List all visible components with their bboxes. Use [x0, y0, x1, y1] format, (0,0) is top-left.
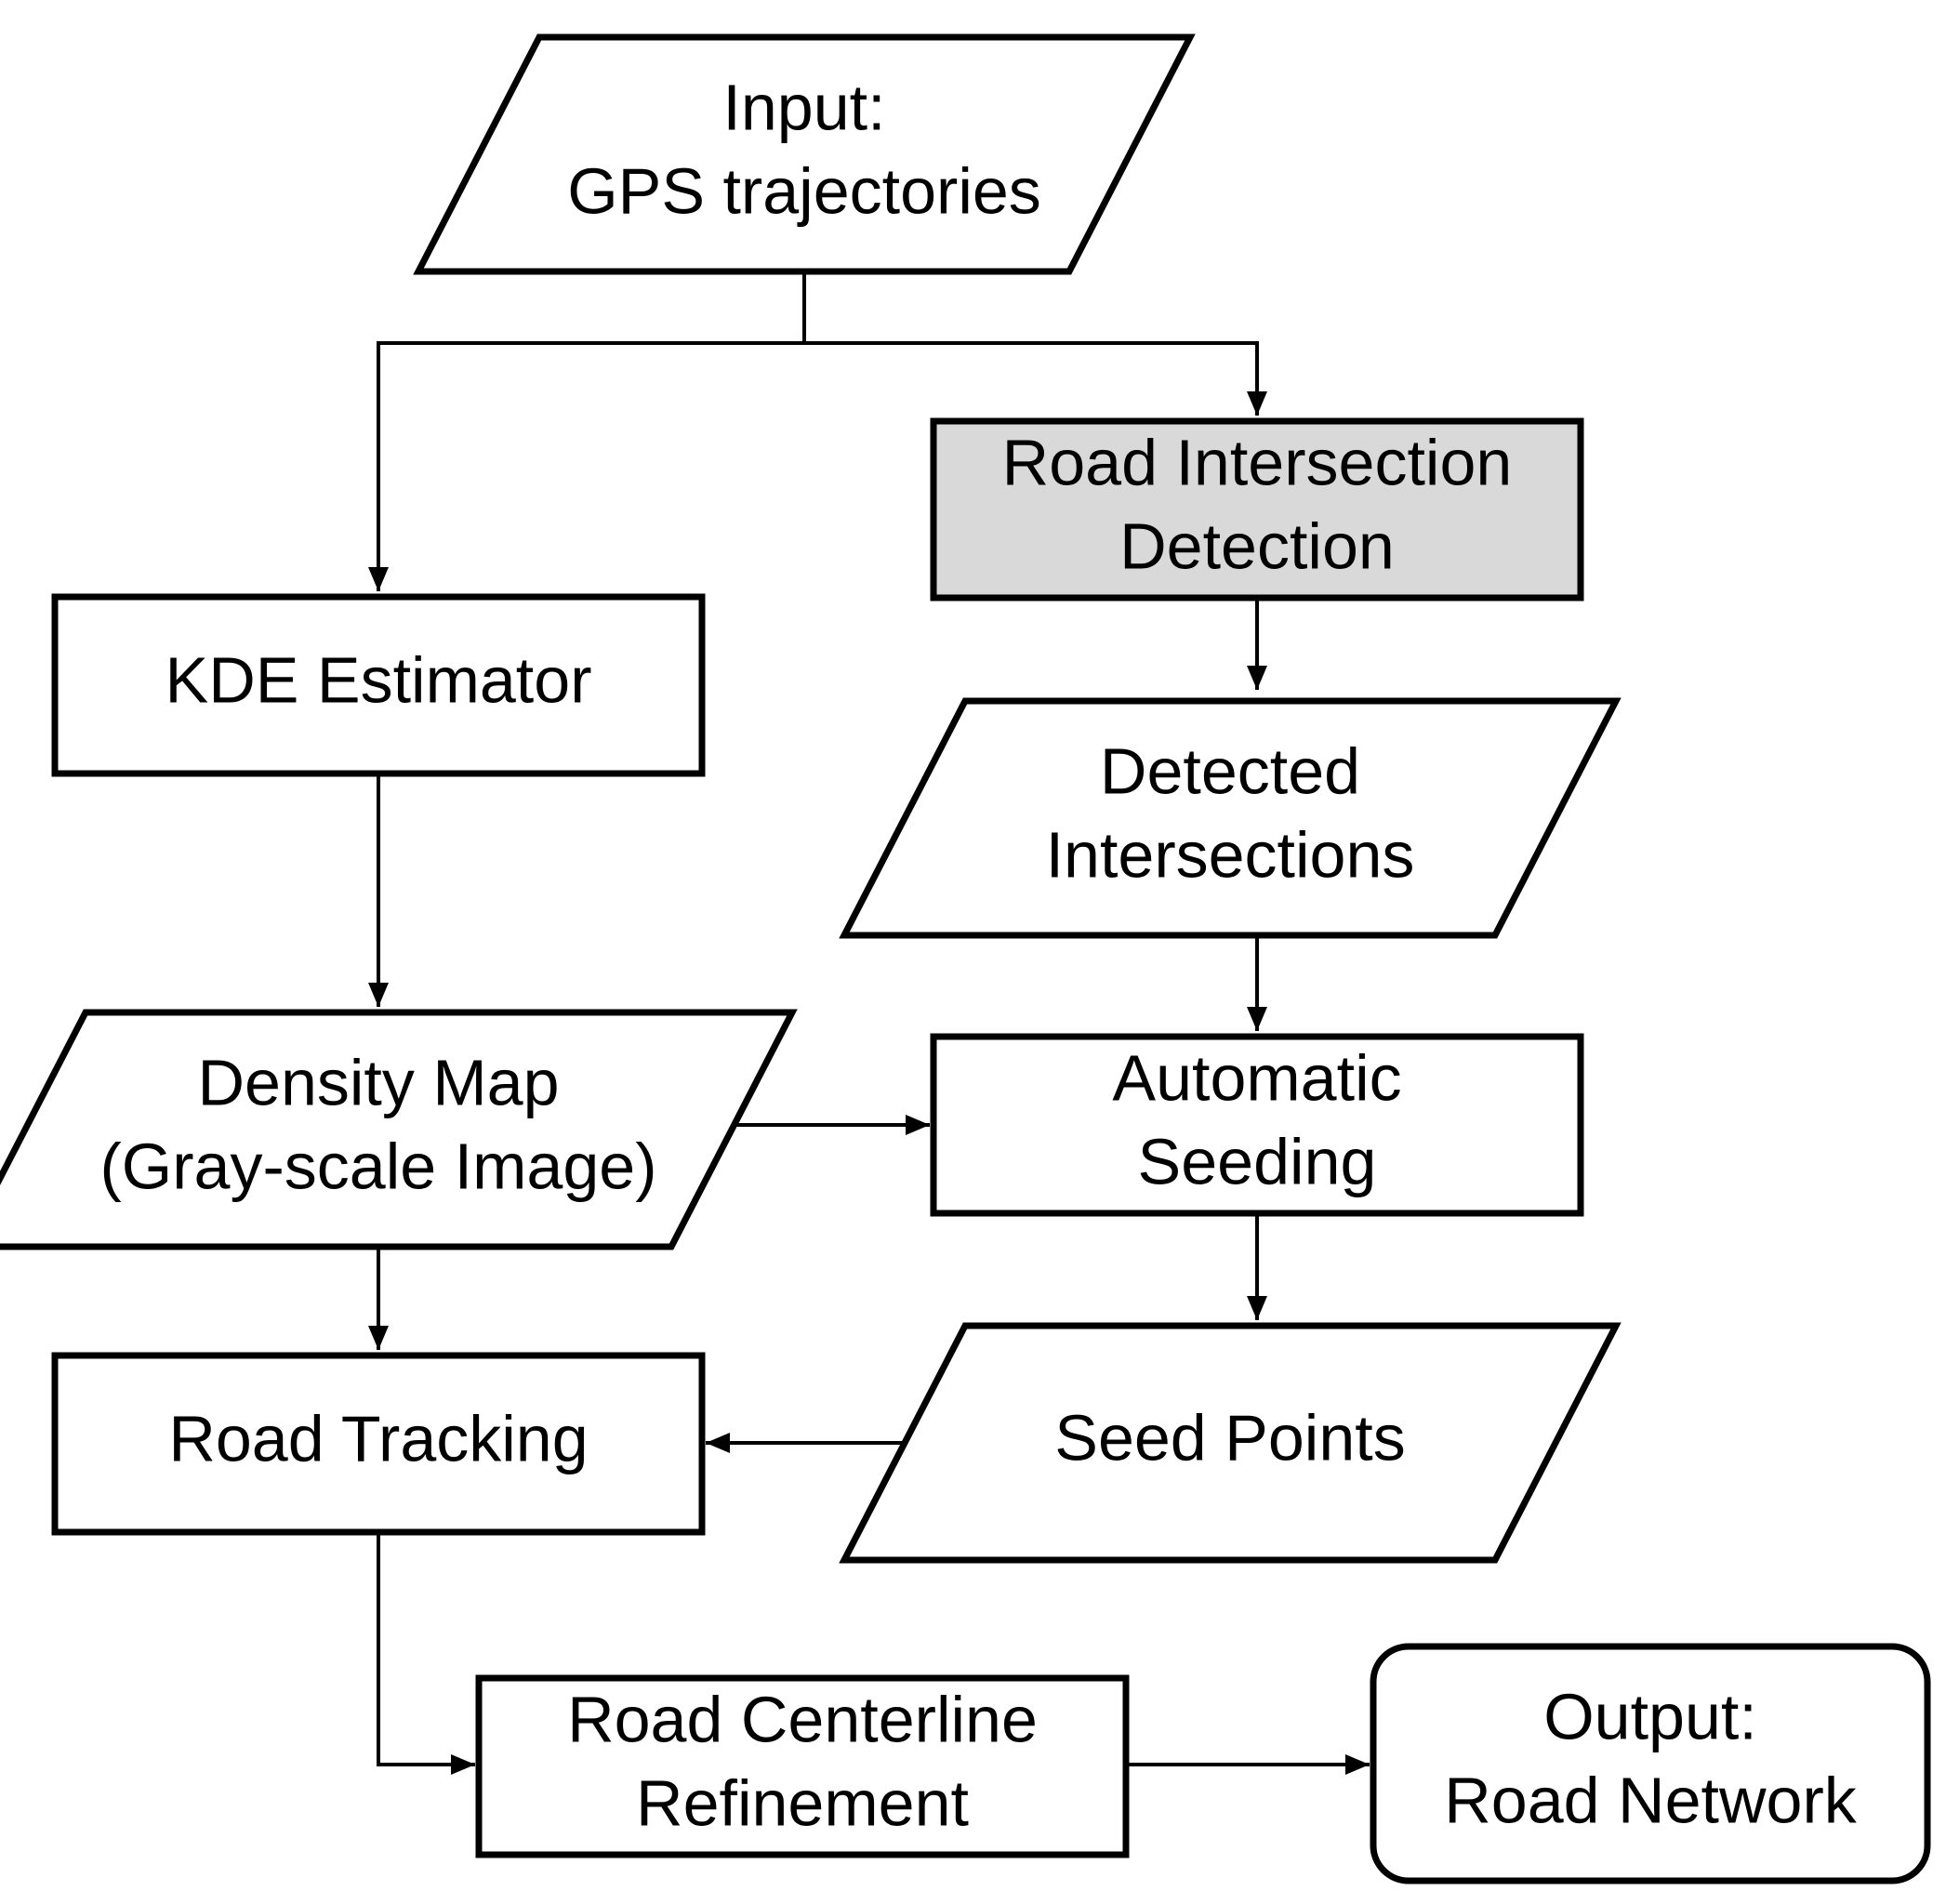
node-output-label-line-1: Output:	[1543, 1680, 1757, 1752]
node-output: Output: Road Network	[1370, 1643, 1931, 1884]
node-detected-label-line-1: Detected	[1100, 734, 1360, 807]
edges-layer	[368, 271, 1370, 1775]
arrowhead-icon	[368, 1326, 389, 1350]
arrowhead-icon	[1247, 1296, 1267, 1320]
edge-density-to-seeding	[707, 1115, 930, 1135]
arrowhead-icon	[706, 1433, 730, 1453]
node-kde-rectangle	[51, 593, 706, 777]
node-intersection-rectangle	[930, 417, 1584, 602]
node-seeds: Seed Points	[839, 1322, 1622, 1564]
node-tracking-label-line-1: Road Tracking	[168, 1402, 588, 1474]
arrowhead-icon	[1247, 666, 1267, 690]
edge-detected-to-seeding	[1247, 935, 1267, 1031]
node-tracking: Road Tracking	[51, 1352, 706, 1536]
node-tracking-rectangle	[51, 1352, 706, 1536]
node-seeding-label-line-1: Automatic	[1112, 1041, 1401, 1114]
edge-tracking-to-refinement	[377, 1532, 475, 1775]
arrowhead-icon	[906, 1115, 930, 1135]
node-output-rounded-rectangle	[1370, 1643, 1931, 1884]
edge-line	[377, 271, 806, 591]
node-seeds-label-line-1: Seed Points	[1054, 1401, 1405, 1474]
arrowhead-icon	[1247, 391, 1267, 416]
node-seeds-parallelogram	[839, 1322, 1622, 1564]
node-input-parallelogram	[413, 33, 1196, 275]
node-intersection-label-line-1: Road Intersection	[1002, 426, 1513, 498]
node-refinement-rectangle	[475, 1674, 1130, 1858]
edge-refinement-to-output	[1126, 1754, 1370, 1775]
node-seeding-rectangle	[930, 1033, 1584, 1217]
edge-kde-to-density	[368, 774, 389, 1007]
node-detected-label-line-2: Intersections	[1046, 818, 1415, 891]
arrowhead-icon	[1247, 1007, 1267, 1031]
node-refinement-label-line-2: Refinement	[636, 1766, 969, 1839]
arrowhead-icon	[368, 983, 389, 1007]
arrowhead-icon	[1345, 1754, 1370, 1775]
edge-seeding-to-seeds	[1247, 1213, 1267, 1320]
node-refinement-label-line-1: Road Centerline	[567, 1683, 1038, 1755]
node-input: Input: GPS trajectories	[413, 33, 1196, 275]
node-output-label-line-2: Road Network	[1444, 1764, 1858, 1836]
node-density: Density Map (Gray-scale Image)	[0, 1009, 798, 1250]
node-detected-parallelogram	[839, 697, 1622, 939]
edge-seeds-to-tracking	[706, 1433, 904, 1453]
arrowhead-icon	[451, 1754, 475, 1775]
edge-density-to-tracking	[368, 1247, 389, 1350]
edge-intersection-to-detected	[1247, 598, 1267, 690]
arrowhead-icon	[368, 567, 389, 591]
node-seeding-label-line-2: Seeding	[1138, 1125, 1377, 1197]
node-density-parallelogram	[0, 1009, 798, 1250]
node-density-label-line-1: Density Map	[197, 1046, 559, 1118]
node-input-label-line-2: GPS trajectories	[567, 154, 1041, 227]
edge-line	[804, 341, 1259, 416]
node-intersection-label-line-2: Detection	[1119, 509, 1395, 582]
edge-line	[377, 1532, 475, 1766]
node-density-label-line-2: (Gray-scale Image)	[99, 1130, 656, 1202]
node-kde: KDE Estimator	[51, 593, 706, 777]
edge-input-to-intersection	[804, 341, 1267, 416]
node-input-label-line-1: Input:	[722, 71, 885, 143]
node-kde-label-line-1: KDE Estimator	[165, 643, 592, 716]
edge-input-to-kde	[368, 271, 806, 591]
